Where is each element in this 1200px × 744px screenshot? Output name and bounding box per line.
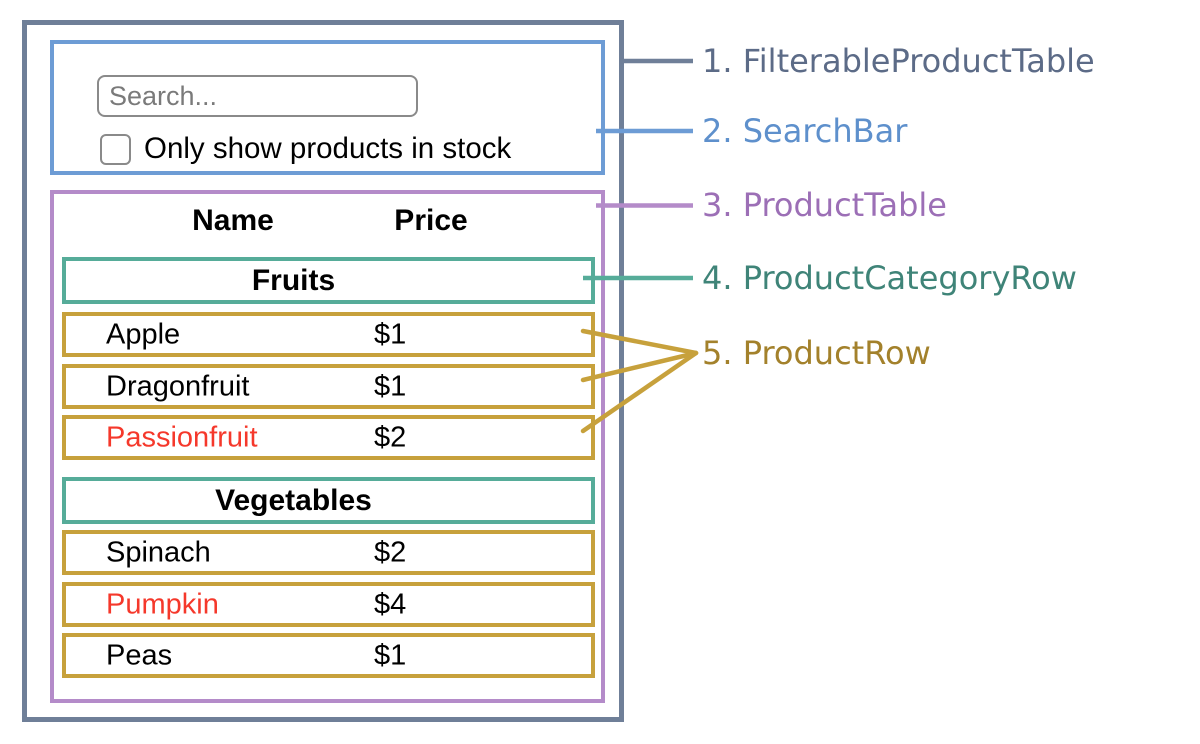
product-price: $2 xyxy=(374,421,407,453)
product-row-spinach: Spinach $2 xyxy=(62,530,595,575)
search-input[interactable] xyxy=(97,75,418,117)
product-name: Apple xyxy=(106,318,181,350)
product-price: $4 xyxy=(374,588,407,620)
stock-filter-row: Only show products in stock xyxy=(100,132,511,166)
category-row-vegetables: Vegetables xyxy=(62,477,595,524)
product-row-apple: Apple $1 xyxy=(62,312,595,357)
product-price: $1 xyxy=(374,318,407,350)
label-product-category-row: 4. ProductCategoryRow xyxy=(702,259,1077,297)
category-label: Fruits xyxy=(251,263,336,297)
product-name: Dragonfruit xyxy=(106,370,250,402)
product-row-pumpkin: Pumpkin $4 xyxy=(62,582,595,627)
column-header-name: Name xyxy=(192,204,274,237)
label-product-row: 5. ProductRow xyxy=(702,334,931,372)
filterable-product-table-box: Only show products in stock Name Price F… xyxy=(22,20,624,722)
label-product-table: 3. ProductTable xyxy=(702,186,947,224)
product-price: $1 xyxy=(374,639,407,671)
column-header-price: Price xyxy=(394,204,468,237)
product-row-dragonfruit: Dragonfruit $1 xyxy=(62,364,595,409)
in-stock-checkbox-label: Only show products in stock xyxy=(144,132,512,165)
label-search-bar: 2. SearchBar xyxy=(702,112,908,150)
product-name: Spinach xyxy=(106,536,211,568)
product-row-passionfruit: Passionfruit $2 xyxy=(62,415,595,460)
product-name: Passionfruit xyxy=(106,421,258,453)
category-row-fruits: Fruits xyxy=(62,257,595,304)
label-filterable-product-table: 1. FilterableProductTable xyxy=(702,42,1095,80)
product-price: $2 xyxy=(374,536,407,568)
product-name: Pumpkin xyxy=(106,588,219,620)
product-name: Peas xyxy=(106,639,173,671)
product-table-box: Name Price Fruits Apple $1 Dragonfruit $… xyxy=(50,190,605,703)
product-row-peas: Peas $1 xyxy=(62,633,595,678)
category-label: Vegetables xyxy=(215,483,372,517)
in-stock-checkbox[interactable] xyxy=(100,133,131,165)
search-bar-box: Only show products in stock xyxy=(50,40,605,175)
product-price: $1 xyxy=(374,370,407,402)
